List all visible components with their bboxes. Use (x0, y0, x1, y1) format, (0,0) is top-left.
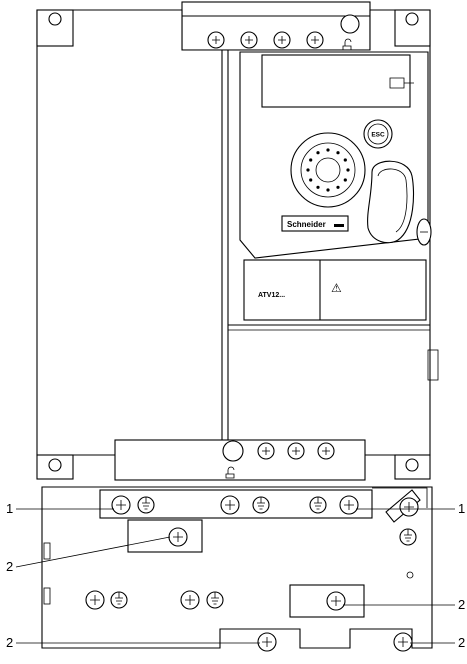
esc-button-label: ESC (371, 132, 385, 139)
callout-1-left: 1 (6, 501, 13, 516)
mounting-hole-top-right (405, 12, 419, 26)
warning-symbol: ⚠ (331, 281, 342, 295)
callout-2-bottom-right: 2 (458, 635, 465, 650)
model-label: ATV12... (258, 292, 285, 299)
jog-dial (290, 132, 366, 208)
ground-terminals (110, 496, 417, 609)
schneider-logo: Schneider (281, 215, 349, 232)
leader-lines (15, 508, 455, 644)
callout-2-bottom-left: 2 (6, 635, 13, 650)
mounting-hole-bottom-right (405, 458, 419, 472)
callout-1-right: 1 (458, 501, 465, 516)
callout-2-mid-left: 2 (6, 559, 13, 574)
top-terminal-screws (207, 14, 360, 51)
display-window (261, 54, 411, 108)
logo-text: Schneider (287, 220, 326, 229)
mounting-hole-bottom-left (48, 458, 62, 472)
bottom-terminal-block (36, 439, 431, 481)
side-latch (416, 218, 432, 246)
esc-button: ESC (363, 119, 393, 149)
plate-screws (85, 495, 419, 652)
mounting-hole-top-left (48, 12, 62, 26)
nameplate: ATV12... ⚠ (243, 259, 427, 321)
potentiometer-recess (367, 160, 415, 244)
callout-2-mid-right: 2 (458, 597, 465, 612)
